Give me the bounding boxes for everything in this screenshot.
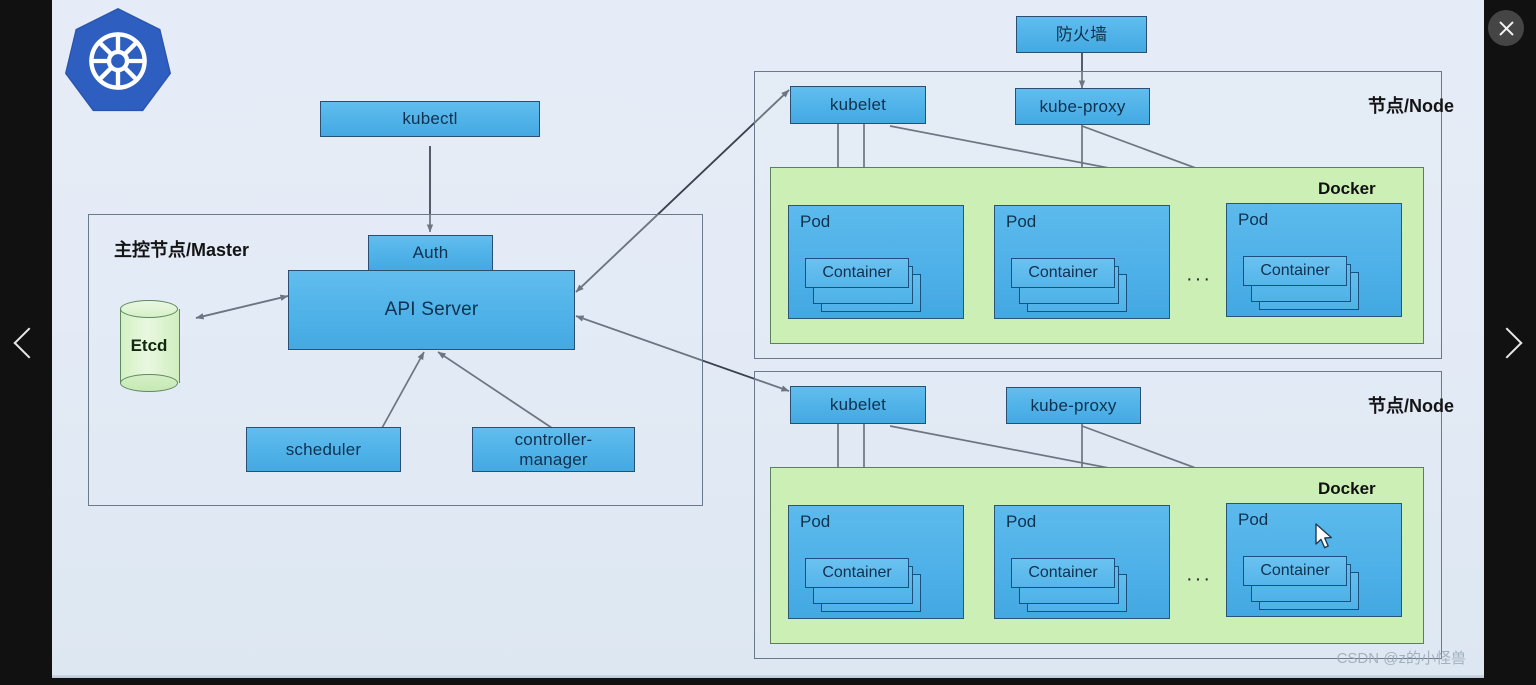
etcd-body <box>120 309 180 383</box>
container-front: Container <box>1243 256 1347 286</box>
close-icon <box>1499 21 1513 35</box>
controller-manager-box[interactable]: controller- manager <box>472 427 635 472</box>
container-stack: Container <box>805 558 923 614</box>
chevron-left-icon <box>13 326 45 359</box>
diagram-image: 主控节点/Master Etcd kubectl Auth API Server… <box>52 0 1484 678</box>
pod-label: Pod <box>1006 212 1037 231</box>
auth-box[interactable]: Auth <box>368 235 493 271</box>
previous-image-button[interactable] <box>0 0 52 685</box>
pod-1-2[interactable]: Pod Container <box>994 205 1170 319</box>
etcd-bottom <box>120 374 178 392</box>
kubelet-box-2[interactable]: kubelet <box>790 386 926 424</box>
pod-2-1[interactable]: Pod Container <box>788 505 964 619</box>
pod-2-3[interactable]: Pod Container <box>1226 503 1402 617</box>
container-front: Container <box>805 558 909 588</box>
etcd-label: Etcd <box>130 336 168 355</box>
pod-label: Pod <box>1238 210 1269 229</box>
pod-label: Pod <box>800 512 831 531</box>
pod-label: Pod <box>800 212 831 231</box>
pod-1-3[interactable]: Pod Container <box>1226 203 1402 317</box>
kube-proxy-box-1[interactable]: kube-proxy <box>1015 88 1150 125</box>
kubelet-box-1[interactable]: kubelet <box>790 86 926 124</box>
docker-label-1: Docker <box>1318 179 1376 198</box>
pod-ellipsis-1: ··· <box>1186 268 1212 290</box>
scheduler-box[interactable]: scheduler <box>246 427 401 472</box>
container-front: Container <box>1011 558 1115 588</box>
container-front: Container <box>805 258 909 288</box>
container-front: Container <box>1243 556 1347 586</box>
etcd-cylinder: Etcd <box>120 300 180 392</box>
pod-2-2[interactable]: Pod Container <box>994 505 1170 619</box>
pod-1-1[interactable]: Pod Container <box>788 205 964 319</box>
node-panel-1-label: 节点/Node <box>1367 96 1454 116</box>
container-stack: Container <box>1011 258 1129 314</box>
node-panel-2-label: 节点/Node <box>1367 396 1454 416</box>
container-front: Container <box>1011 258 1115 288</box>
docker-label-2: Docker <box>1318 479 1376 498</box>
chevron-right-icon <box>1491 326 1523 359</box>
watermark-text: CSDN @z的小怪兽 <box>1336 650 1466 667</box>
kubernetes-logo-icon <box>64 7 172 112</box>
pod-ellipsis-2: ··· <box>1186 568 1212 590</box>
kube-proxy-box-2[interactable]: kube-proxy <box>1006 387 1141 424</box>
container-stack: Container <box>1243 256 1361 312</box>
container-stack: Container <box>1243 556 1361 612</box>
api-server-box[interactable]: API Server <box>288 270 575 350</box>
mouse-cursor-icon <box>1315 523 1333 549</box>
container-stack: Container <box>1011 558 1129 614</box>
pod-label: Pod <box>1238 510 1269 529</box>
close-button[interactable] <box>1488 10 1524 46</box>
container-stack: Container <box>805 258 923 314</box>
next-image-button[interactable] <box>1484 0 1536 685</box>
master-panel-label: 主控节点/Master <box>114 240 250 260</box>
kubectl-box[interactable]: kubectl <box>320 101 540 137</box>
pod-label: Pod <box>1006 512 1037 531</box>
etcd-top <box>120 300 178 318</box>
firewall-box[interactable]: 防火墙 <box>1016 16 1147 53</box>
